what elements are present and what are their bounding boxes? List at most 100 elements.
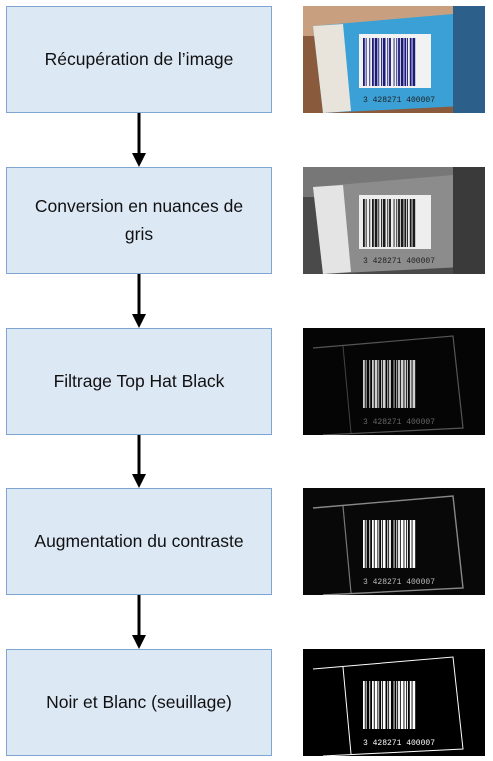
barcode-digits-tophat: 3 428271 400007 [363,418,435,427]
barcode-bar [387,360,389,408]
barcode-bar [396,520,398,568]
barcode-bar [396,681,398,729]
barcode-bar [369,360,371,408]
barcode-bar [378,360,380,408]
flow-arrow-1 [132,113,146,167]
barcode-bars-color [363,38,416,86]
step-box-1: Récupération de l’image [6,6,272,113]
barcode-bar [381,681,382,729]
barcode-bar [374,199,378,247]
flow-arrow-2 [132,274,146,328]
barcode-bar [407,38,408,86]
step-box-2: Conversion en nuances de gris [6,167,272,274]
barcode-bar [365,681,367,729]
barcode-bar [387,199,389,247]
barcode-bar [369,681,371,729]
barcode-bar [396,38,398,86]
barcode-bar [365,520,367,568]
barcode-bar [372,199,374,247]
step-label-4: Augmentation du contraste [34,530,244,551]
barcode-bar [400,520,404,568]
barcode-digits-color: 3 428271 400007 [363,96,435,105]
barcode-bar [412,38,416,86]
barcode-bar [381,199,382,247]
barcode-bar [381,520,382,568]
barcode-bar [365,38,367,86]
step-label-3: Filtrage Top Hat Black [53,370,225,391]
barcode-bar [369,520,371,568]
barcode-bar [407,360,408,408]
barcode-bar [396,199,398,247]
barcode-bar [393,199,395,247]
barcode-bar [378,38,380,86]
barcode-bar [407,681,408,729]
barcode-bar [412,360,416,408]
barcode-bar [400,360,404,408]
barcode-bar [389,38,391,86]
barcode-bar [412,520,416,568]
barcode-bar [369,199,371,247]
barcode-bar [409,199,412,247]
barcode-bar [382,38,386,86]
barcode-bar [398,360,400,408]
barcode-bar [398,199,400,247]
barcode-bar [382,520,386,568]
barcode-bar [378,681,380,729]
barcode-bar [363,520,365,568]
barcode-digits-contrast: 3 428271 400007 [363,578,435,587]
barcode-bar [409,520,412,568]
barcode-bar [409,38,412,86]
barcode-bars-contrast [363,520,416,568]
barcode-bar [404,360,407,408]
barcode-bar [374,38,378,86]
barcode-bar [374,520,378,568]
barcode-bar [389,520,391,568]
barcode-bar [409,360,412,408]
barcode-bar [387,38,389,86]
barcode-bar [393,681,395,729]
barcode-bar [382,681,386,729]
barcode-bar [407,199,408,247]
barcode-bar [412,681,416,729]
flow-arrow-4 [132,595,146,649]
barcode-bar [382,199,386,247]
barcode-bar [398,38,400,86]
barcode-bar [389,360,391,408]
barcode-bar [398,681,400,729]
barcode-bar [363,38,365,86]
thumbnail-original: 3 428271 400007 [303,6,485,113]
barcode-bar [398,520,400,568]
barcode-bar [372,681,374,729]
barcode-bar [396,360,398,408]
step-label-2: Conversion en nuances de gris [34,196,244,244]
barcode-digits-gray: 3 428271 400007 [363,257,435,266]
barcode-bar [365,360,367,408]
barcode-bar [404,199,407,247]
barcode-bar [393,360,395,408]
step-box-3: Filtrage Top Hat Black [6,328,272,435]
barcode-bar [407,520,408,568]
barcode-bar [374,360,378,408]
barcode-bar [387,520,389,568]
step-label-5: Noir et Blanc (seuillage) [46,691,232,712]
barcode-bars-binary [363,681,416,729]
barcode-bar [393,38,395,86]
barcode-bar [365,199,367,247]
step-box-5: Noir et Blanc (seuillage) [6,649,272,756]
barcode-bar [372,38,374,86]
barcode-bars-tophat [363,360,416,408]
barcode-bar [369,38,371,86]
barcode-bar [378,199,380,247]
barcode-bar [381,360,382,408]
barcode-bar [393,520,395,568]
thumbnail-tophat: 3 428271 400007 [303,328,485,435]
barcode-bar [387,681,389,729]
flow-arrow-3 [132,435,146,488]
step-label-1: Récupération de l’image [44,48,234,69]
barcode-bar [400,199,404,247]
barcode-bar [382,360,386,408]
barcode-bar [374,681,378,729]
barcode-bar [409,681,412,729]
thumbnail-contrast: 3 428271 400007 [303,488,485,595]
barcode-bar [378,520,380,568]
